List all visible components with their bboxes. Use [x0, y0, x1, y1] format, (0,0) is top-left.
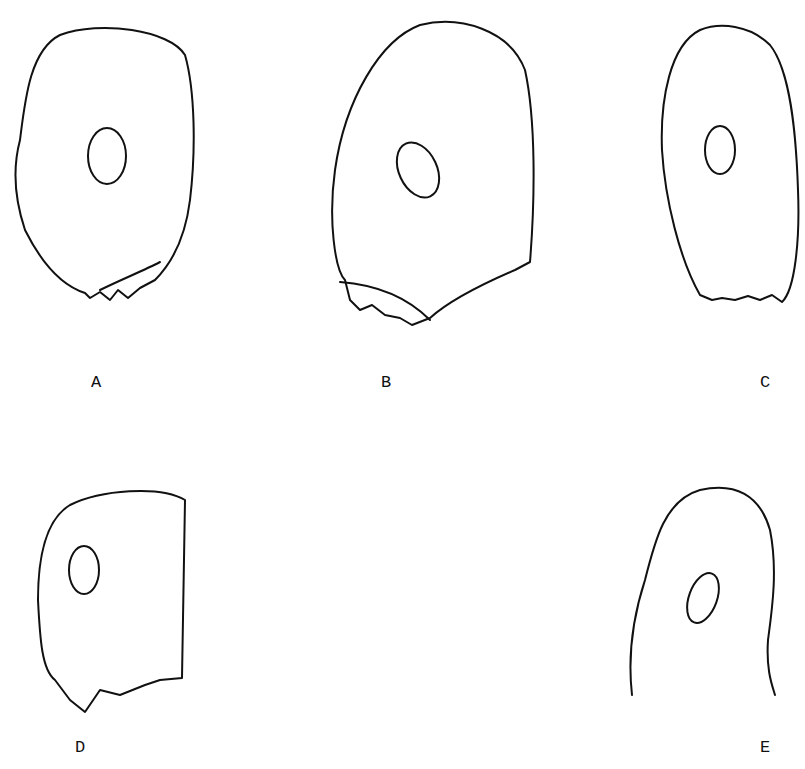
canal-e — [681, 569, 725, 627]
fracture-line-a — [100, 262, 160, 290]
section-outline-e — [631, 488, 775, 695]
canal-b — [389, 136, 448, 205]
figure-letter: E — [760, 739, 770, 756]
fracture-line-b — [340, 282, 430, 320]
figure-letter: A — [91, 374, 101, 391]
canal-a — [88, 128, 126, 184]
canal-d — [69, 546, 99, 594]
section-outline-c — [662, 26, 799, 302]
figure-letter: B — [381, 374, 391, 391]
figure-letter: D — [75, 739, 85, 756]
figure-letter: C — [760, 374, 770, 391]
section-outline-d — [38, 491, 185, 712]
section-outline-a — [15, 28, 193, 300]
canal-c — [705, 126, 735, 174]
section-outline-b — [332, 22, 533, 325]
